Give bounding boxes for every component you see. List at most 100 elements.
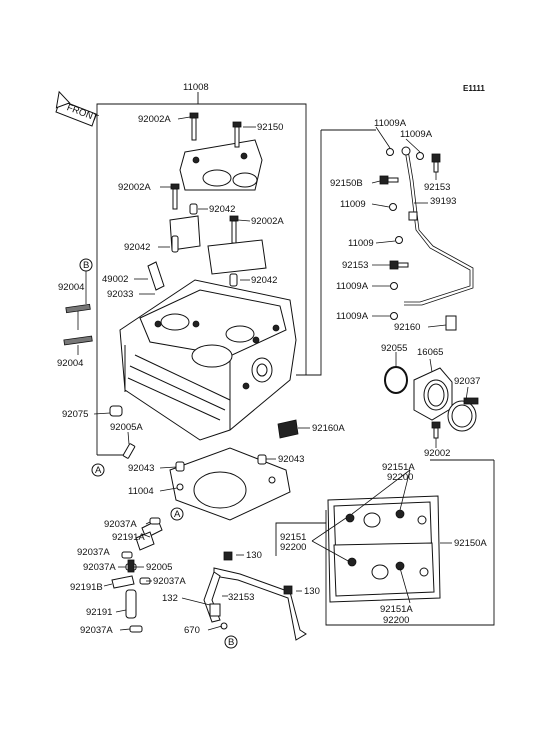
label-130: 130 [246, 550, 262, 561]
label-92200: 92200 [387, 472, 413, 483]
label-92055: 92055 [381, 343, 407, 354]
bolt-92002A-top [189, 112, 199, 141]
breather-tube [203, 551, 307, 641]
label-92002A: 92002A [138, 114, 171, 125]
svg-text:B: B [228, 637, 234, 648]
intake-holder-16065 [413, 367, 453, 421]
svg-text:A: A [174, 509, 181, 520]
cap-92160A [277, 419, 299, 439]
label-92151A: 92151A [380, 604, 413, 615]
camshaft-cap-upper [179, 139, 263, 191]
label-92042: 92042 [124, 242, 150, 253]
label-11009: 11009 [340, 199, 366, 210]
label-92200: 92200 [383, 615, 409, 626]
bolt-92153-upper [431, 153, 441, 173]
assembly-brackets [96, 92, 495, 626]
bolt-92150 [232, 121, 242, 148]
svg-text:B: B [83, 260, 89, 271]
bolt-92002A-right [229, 215, 239, 244]
label-92150A: 92150A [454, 538, 487, 549]
label-92160A: 92160A [312, 423, 345, 434]
label-11009A: 11009A [336, 281, 369, 292]
hose-92191B [111, 575, 135, 589]
label-16065: 16065 [417, 347, 443, 358]
leader-lines [77, 116, 469, 631]
hose-92191 [125, 589, 137, 619]
stud-92004-lower [63, 335, 93, 346]
plug-92075 [109, 405, 123, 417]
label-92037A: 92037A [77, 547, 110, 558]
label-92005: 92005 [146, 562, 172, 573]
label-92037A: 92037A [80, 625, 113, 636]
label-11004: 11004 [128, 486, 154, 497]
label-92042: 92042 [209, 204, 235, 215]
callout-a-left: A [91, 463, 105, 477]
fitting-92005 [127, 559, 135, 573]
label-92004: 92004 [58, 282, 84, 293]
label-92191: 92191 [86, 607, 112, 618]
cylinder-head-gasket [169, 447, 291, 521]
label-92191B: 92191B [70, 582, 103, 593]
callout-a-mid: A [170, 507, 184, 521]
dowel-92042-b [229, 273, 238, 287]
label-11009A: 11009A [400, 129, 433, 140]
camshaft-cap-lower [169, 215, 267, 275]
sheet-code: E1111 [463, 84, 485, 93]
label-92153: 92153 [342, 260, 368, 271]
label-92153: 92153 [424, 182, 450, 193]
label-130: 130 [304, 586, 320, 597]
label-11009A: 11009A [336, 311, 369, 322]
washers-11009 [386, 148, 424, 320]
label-92037A: 92037A [104, 519, 137, 530]
label-92004: 92004 [57, 358, 83, 369]
clamp-92037 [447, 397, 479, 432]
part-number-labels: 11008 92002A 92150 92002A 92042 92002A 9… [57, 82, 487, 636]
cylinder-head-cover-inset [327, 495, 441, 603]
label-92037: 92037 [454, 376, 480, 387]
label-92042: 92042 [251, 275, 277, 286]
label-92037A: 92037A [153, 576, 186, 587]
label-39193: 39193 [430, 196, 456, 207]
label-92191A: 92191A [112, 532, 145, 543]
label-92160: 92160 [394, 322, 420, 333]
label-670: 670 [184, 625, 200, 636]
o-ring-92055 [384, 366, 408, 394]
label-92075: 92075 [62, 409, 88, 420]
stud-92004-upper [65, 303, 91, 314]
label-92151A: 92151A [382, 462, 415, 473]
label-92002A: 92002A [251, 216, 284, 227]
label-92033: 92033 [107, 289, 133, 300]
label-49002: 49002 [102, 274, 128, 285]
oil-breather-line [401, 146, 474, 306]
clip-92160 [445, 315, 457, 331]
label-92043: 92043 [128, 463, 154, 474]
label-92002A: 92002A [118, 182, 151, 193]
label-132: 132 [162, 593, 178, 604]
svg-text:A: A [95, 465, 102, 476]
label-92200: 92200 [280, 542, 306, 553]
front-direction-arrow: FRONT [55, 90, 100, 127]
label-92037A: 92037A [83, 562, 116, 573]
label-11009: 11009 [348, 238, 374, 249]
label-92043: 92043 [278, 454, 304, 465]
bolt-92150B [379, 175, 399, 185]
label-92150: 92150 [257, 122, 283, 133]
label-32153: 32153 [228, 592, 254, 603]
label-92150B: 92150B [330, 178, 363, 189]
oil-pipe-49002 [147, 261, 165, 291]
label-92005A: 92005A [110, 422, 143, 433]
cylinder-head [119, 279, 297, 441]
bolt-92153-lower [389, 260, 409, 270]
label-11009A: 11009A [374, 118, 407, 129]
hose-92191A [135, 519, 163, 551]
callout-b-bottom: B [224, 635, 238, 649]
label-92002: 92002 [424, 448, 450, 459]
bolt-92002 [431, 421, 441, 439]
label-92151: 92151 [280, 532, 306, 543]
stud-92005A [122, 443, 136, 459]
bolt-92002A-mid [170, 183, 180, 210]
dowel-92042-a [189, 203, 198, 215]
label-11008: 11008 [183, 82, 209, 93]
callout-b-top: B [79, 258, 93, 272]
